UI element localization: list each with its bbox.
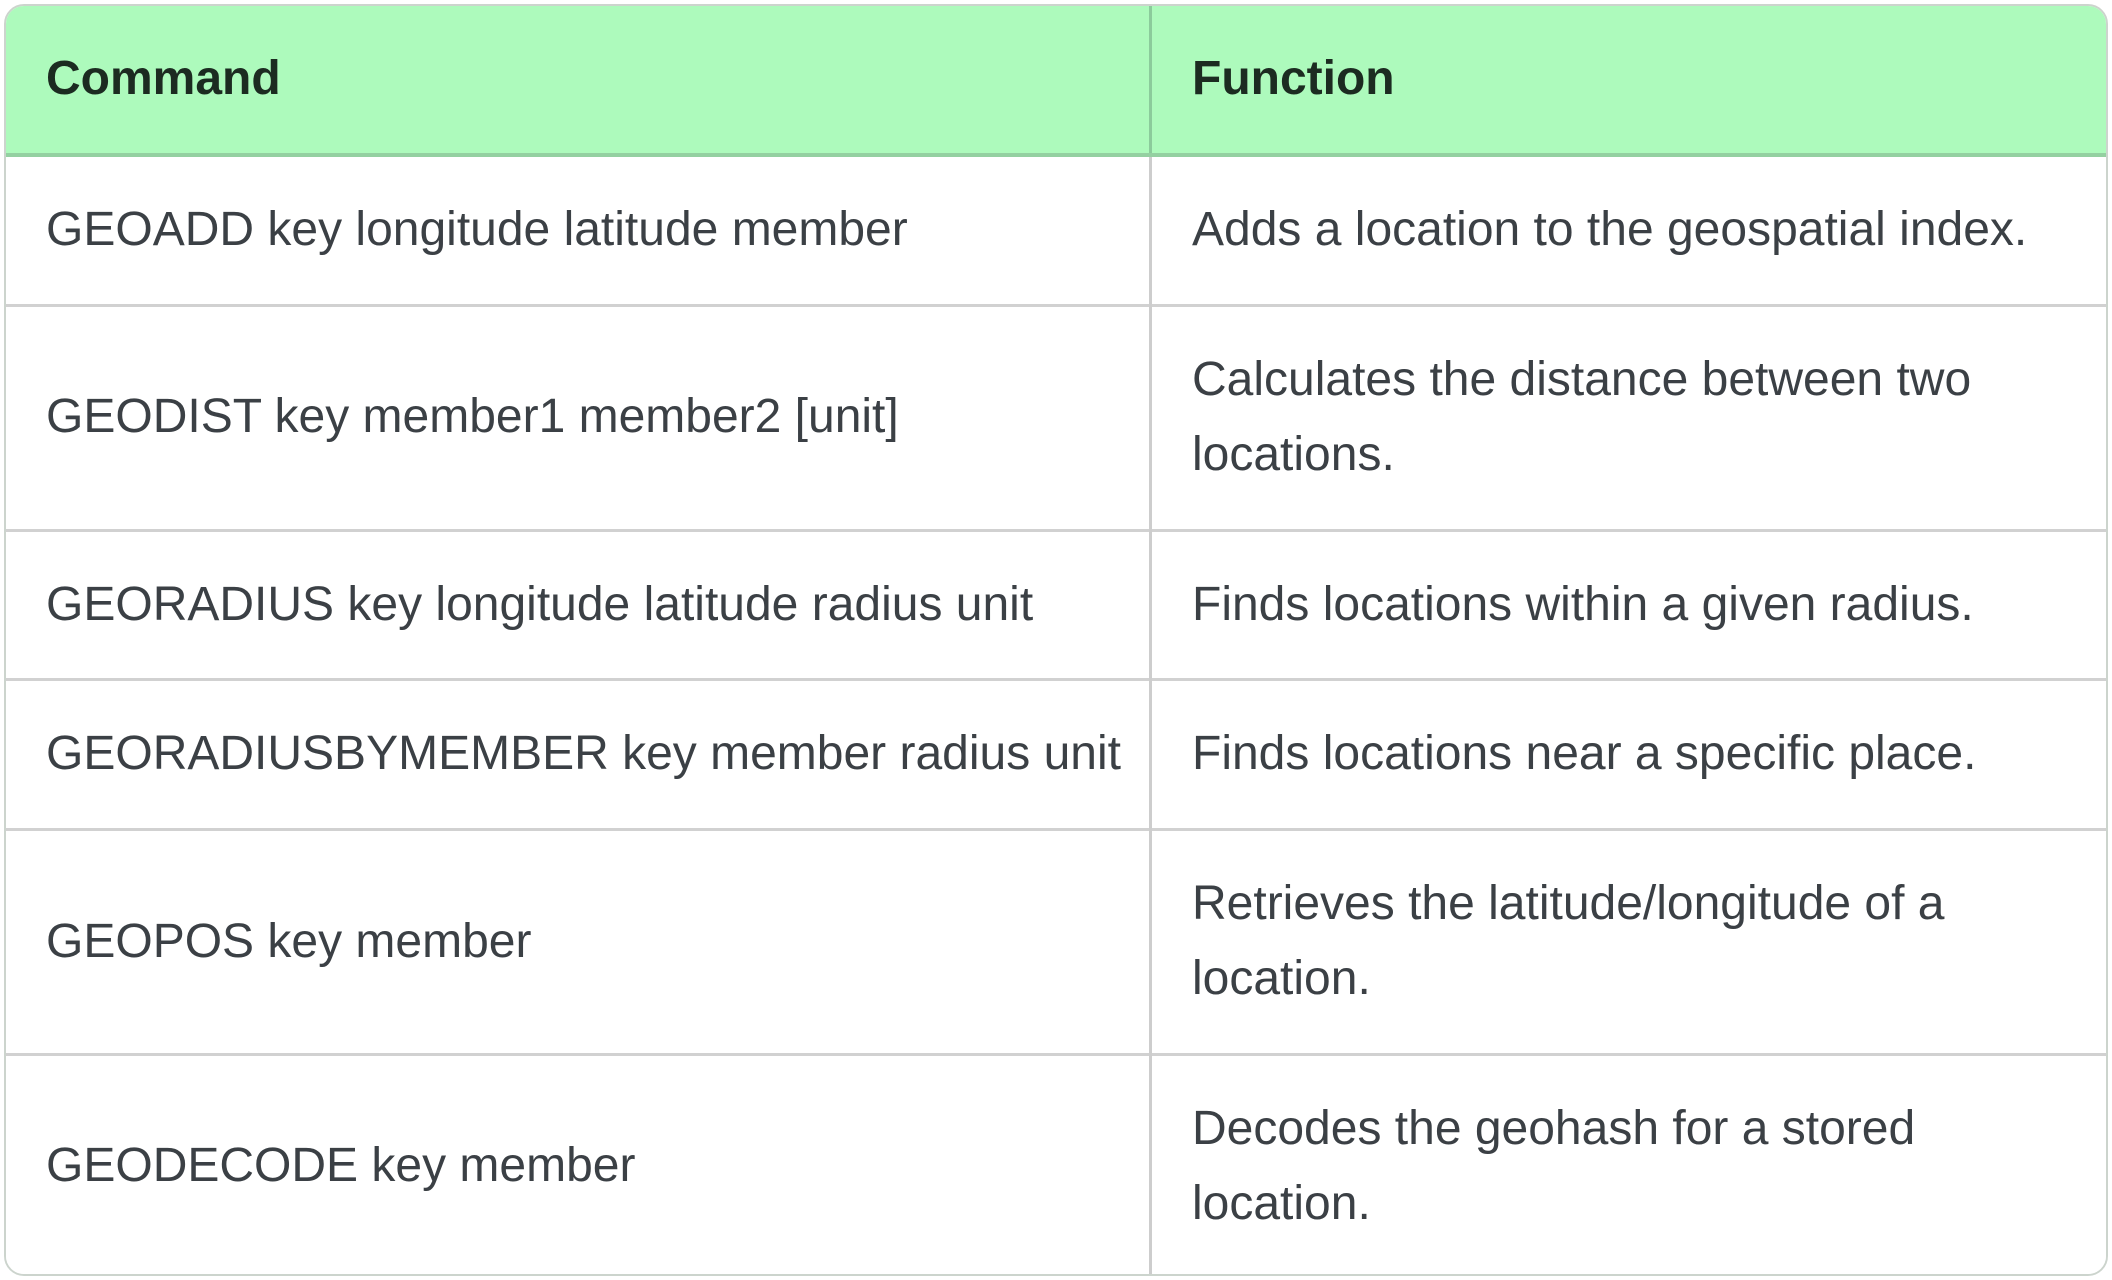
command-cell: GEODIST key member1 member2 [unit]: [6, 303, 1151, 530]
function-cell: Finds locations within a given radius.: [1149, 528, 2106, 680]
table-row: GEODIST key member1 member2 [unit] Calcu…: [6, 303, 2106, 530]
geo-commands-table: Command Function GEOADD key longitude la…: [6, 6, 2106, 1274]
function-cell: Finds locations near a specific place.: [1149, 678, 2106, 830]
command-cell: GEORADIUSBYMEMBER key member radius unit: [6, 678, 1151, 830]
table-row: GEOADD key longitude latitude member Add…: [6, 154, 2106, 306]
header-row: Command Function: [6, 6, 2106, 157]
function-cell: Decodes the geohash for a stored locatio…: [1149, 1052, 2106, 1274]
command-cell: GEODECODE key member: [6, 1052, 1151, 1274]
function-cell: Retrieves the latitude/longitude of a lo…: [1149, 828, 2106, 1055]
table-row: GEODECODE key member Decodes the geohash…: [6, 1052, 2106, 1274]
column-header-function: Function: [1149, 6, 2106, 157]
column-header-command: Command: [6, 6, 1151, 157]
command-cell: GEORADIUS key longitude latitude radius …: [6, 528, 1151, 680]
command-cell: GEOADD key longitude latitude member: [6, 154, 1151, 306]
table-row: GEORADIUSBYMEMBER key member radius unit…: [6, 678, 2106, 830]
table-row: GEOPOS key member Retrieves the latitude…: [6, 828, 2106, 1055]
commands-table-card: Command Function GEOADD key longitude la…: [4, 4, 2108, 1276]
command-cell: GEOPOS key member: [6, 828, 1151, 1055]
function-cell: Calculates the distance between two loca…: [1149, 303, 2106, 530]
function-cell: Adds a location to the geospatial index.: [1149, 154, 2106, 306]
table-row: GEORADIUS key longitude latitude radius …: [6, 528, 2106, 680]
